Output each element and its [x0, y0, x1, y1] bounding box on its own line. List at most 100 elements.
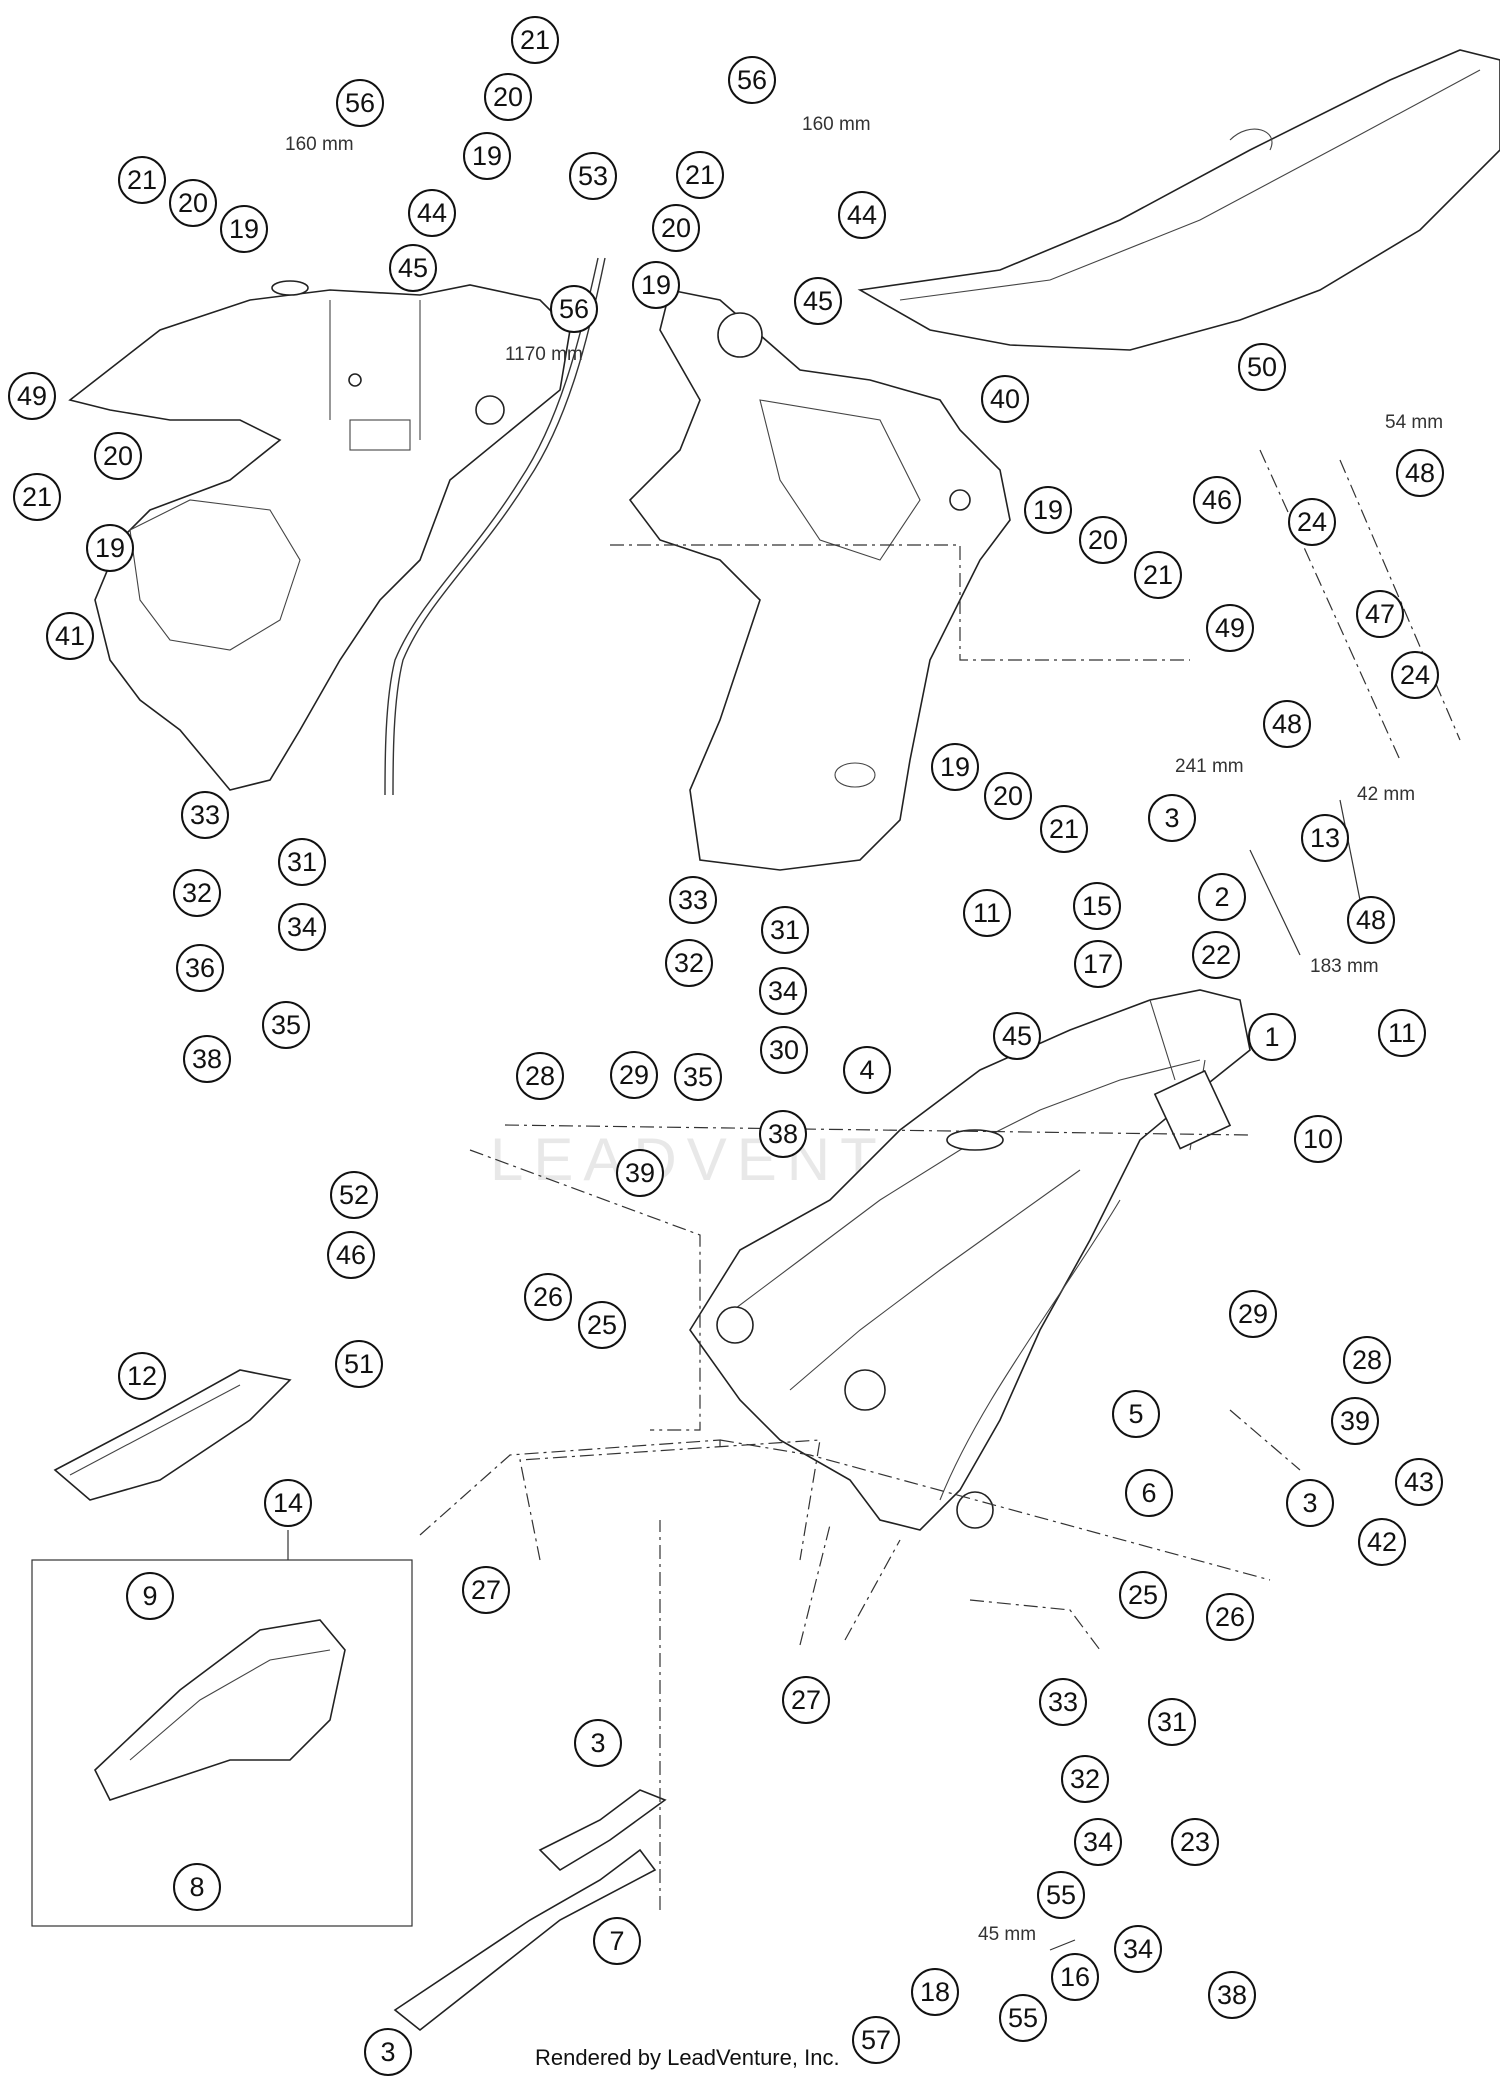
callout-part[interactable]: 45	[993, 1012, 1041, 1060]
callout-part[interactable]: 31	[278, 838, 326, 886]
callout-part[interactable]: 35	[262, 1001, 310, 1049]
callout-part[interactable]: 42	[1358, 1518, 1406, 1566]
callout-part[interactable]: 38	[1208, 1971, 1256, 2019]
callout-part[interactable]: 33	[181, 791, 229, 839]
callout-part[interactable]: 55	[1037, 1871, 1085, 1919]
callout-part[interactable]: 24	[1288, 498, 1336, 546]
callout-part[interactable]: 29	[610, 1051, 658, 1099]
callout-part[interactable]: 43	[1395, 1458, 1443, 1506]
callout-part[interactable]: 46	[1193, 476, 1241, 524]
callout-part[interactable]: 11	[1378, 1009, 1426, 1057]
callout-part[interactable]: 29	[1229, 1290, 1277, 1338]
callout-part[interactable]: 31	[1148, 1698, 1196, 1746]
callout-part[interactable]: 26	[1206, 1593, 1254, 1641]
callout-part[interactable]: 44	[838, 191, 886, 239]
callout-part[interactable]: 17	[1074, 940, 1122, 988]
callout-part[interactable]: 25	[578, 1301, 626, 1349]
callout-part[interactable]: 32	[173, 869, 221, 917]
callout-part[interactable]: 1	[1248, 1013, 1296, 1061]
callout-part[interactable]: 51	[335, 1340, 383, 1388]
callout-part[interactable]: 21	[1040, 805, 1088, 853]
callout-part[interactable]: 26	[524, 1273, 572, 1321]
callout-part[interactable]: 21	[118, 156, 166, 204]
callout-part[interactable]: 34	[278, 903, 326, 951]
callout-part[interactable]: 3	[364, 2028, 412, 2076]
callout-part[interactable]: 34	[1074, 1818, 1122, 1866]
callout-part[interactable]: 39	[616, 1149, 664, 1197]
callout-part[interactable]: 20	[169, 179, 217, 227]
callout-part[interactable]: 19	[931, 743, 979, 791]
callout-part[interactable]: 38	[183, 1035, 231, 1083]
callout-part[interactable]: 20	[984, 772, 1032, 820]
callout-part[interactable]: 36	[176, 944, 224, 992]
callout-part[interactable]: 15	[1073, 882, 1121, 930]
callout-part[interactable]: 45	[794, 277, 842, 325]
callout-part[interactable]: 3	[1148, 794, 1196, 842]
callout-part[interactable]: 6	[1125, 1469, 1173, 1517]
callout-part[interactable]: 39	[1331, 1397, 1379, 1445]
callout-part[interactable]: 40	[981, 375, 1029, 423]
callout-part[interactable]: 9	[126, 1572, 174, 1620]
callout-part[interactable]: 45	[389, 244, 437, 292]
callout-part[interactable]: 48	[1263, 700, 1311, 748]
callout-part[interactable]: 28	[516, 1052, 564, 1100]
callout-part[interactable]: 19	[463, 132, 511, 180]
callout-part[interactable]: 46	[327, 1231, 375, 1279]
callout-part[interactable]: 4	[843, 1046, 891, 1094]
callout-part[interactable]: 11	[963, 889, 1011, 937]
callout-part[interactable]: 28	[1343, 1336, 1391, 1384]
callout-part[interactable]: 18	[911, 1968, 959, 2016]
callout-part[interactable]: 19	[220, 205, 268, 253]
callout-part[interactable]: 34	[759, 967, 807, 1015]
callout-part[interactable]: 34	[1114, 1925, 1162, 1973]
callout-part[interactable]: 32	[665, 939, 713, 987]
callout-part[interactable]: 2	[1198, 873, 1246, 921]
callout-part[interactable]: 20	[652, 204, 700, 252]
callout-part[interactable]: 19	[632, 261, 680, 309]
callout-part[interactable]: 48	[1347, 896, 1395, 944]
callout-part[interactable]: 44	[408, 189, 456, 237]
callout-part[interactable]: 16	[1051, 1953, 1099, 2001]
callout-part[interactable]: 25	[1119, 1571, 1167, 1619]
callout-part[interactable]: 3	[1286, 1479, 1334, 1527]
callout-part[interactable]: 56	[728, 56, 776, 104]
callout-part[interactable]: 24	[1391, 651, 1439, 699]
callout-part[interactable]: 57	[852, 2016, 900, 2064]
callout-part[interactable]: 52	[330, 1171, 378, 1219]
callout-part[interactable]: 23	[1171, 1818, 1219, 1866]
callout-part[interactable]: 20	[484, 73, 532, 121]
callout-part[interactable]: 14	[264, 1479, 312, 1527]
callout-part[interactable]: 19	[86, 524, 134, 572]
callout-part[interactable]: 49	[8, 372, 56, 420]
callout-part[interactable]: 27	[782, 1676, 830, 1724]
callout-part[interactable]: 35	[674, 1053, 722, 1101]
callout-part[interactable]: 30	[760, 1026, 808, 1074]
callout-part[interactable]: 7	[593, 1917, 641, 1965]
callout-part[interactable]: 50	[1238, 343, 1286, 391]
callout-part[interactable]: 33	[669, 876, 717, 924]
callout-part[interactable]: 27	[462, 1566, 510, 1614]
callout-part[interactable]: 38	[759, 1110, 807, 1158]
callout-part[interactable]: 21	[511, 16, 559, 64]
callout-part[interactable]: 22	[1192, 931, 1240, 979]
callout-part[interactable]: 20	[1079, 516, 1127, 564]
callout-part[interactable]: 56	[336, 79, 384, 127]
callout-part[interactable]: 49	[1206, 604, 1254, 652]
callout-part[interactable]: 21	[1134, 551, 1182, 599]
callout-part[interactable]: 55	[999, 1994, 1047, 2042]
callout-part[interactable]: 20	[94, 432, 142, 480]
callout-part[interactable]: 32	[1061, 1755, 1109, 1803]
callout-part[interactable]: 56	[550, 285, 598, 333]
callout-part[interactable]: 12	[118, 1352, 166, 1400]
callout-part[interactable]: 19	[1024, 486, 1072, 534]
callout-part[interactable]: 47	[1356, 590, 1404, 638]
callout-part[interactable]: 3	[574, 1719, 622, 1767]
callout-part[interactable]: 53	[569, 152, 617, 200]
callout-part[interactable]: 21	[676, 151, 724, 199]
callout-part[interactable]: 41	[46, 612, 94, 660]
callout-part[interactable]: 33	[1039, 1678, 1087, 1726]
callout-part[interactable]: 5	[1112, 1390, 1160, 1438]
callout-part[interactable]: 10	[1294, 1115, 1342, 1163]
callout-part[interactable]: 48	[1396, 449, 1444, 497]
callout-part[interactable]: 13	[1301, 814, 1349, 862]
